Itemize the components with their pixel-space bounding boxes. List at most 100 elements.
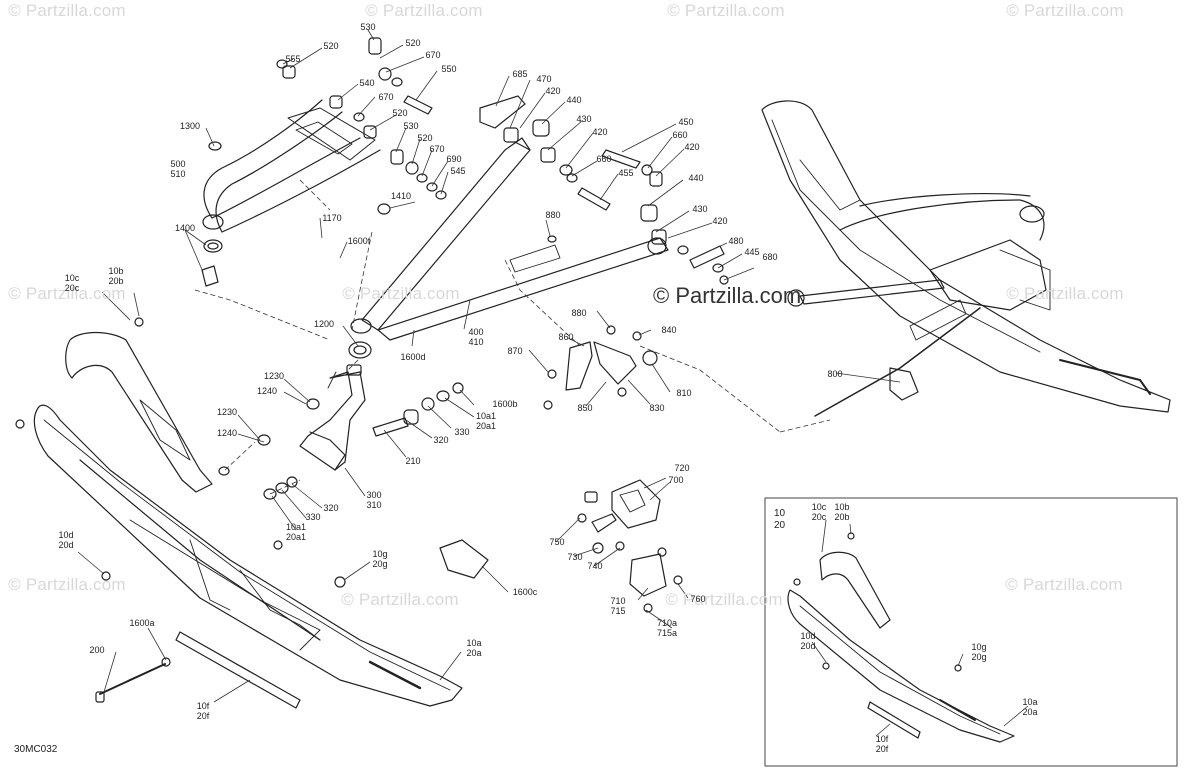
callout-label-1200: 1200 (313, 319, 335, 329)
callout-label-670b: 670 (378, 92, 394, 102)
callout-label-1410: 1410 (390, 191, 412, 201)
callout-label-320a: 320 (433, 435, 449, 445)
callout-label-in-10a-20a: 10a 20a (1022, 697, 1038, 717)
callout-label-10a-20a: 10a 20a (466, 638, 482, 658)
callout-label-860: 860 (558, 332, 574, 342)
watermark-text: © Partzilla.com (342, 284, 460, 303)
watermark-text: © Partzilla.com (1006, 1, 1124, 20)
ski-main (15, 317, 489, 709)
inset-title: 10 20 (774, 508, 786, 531)
callout-label-710a-715a: 710a 715a (656, 618, 678, 638)
callout-label-1300: 1300 (179, 121, 201, 131)
callout-label-840: 840 (661, 325, 677, 335)
callout-label-660a: 660 (672, 130, 688, 140)
callout-label-470: 470 (536, 74, 552, 84)
callout-label-850: 850 (577, 403, 593, 413)
inset-view (764, 497, 1178, 767)
leader-lines (77, 29, 1029, 737)
watermark-text: © Partzilla.com (667, 1, 785, 20)
watermark-text: © Partzilla.com (1005, 575, 1123, 594)
upper-a-arm (201, 99, 381, 287)
callout-label-1240a: 1240 (256, 386, 278, 396)
callout-label-520a: 520 (323, 41, 339, 51)
callout-label-210: 210 (405, 456, 421, 466)
callout-label-1600f: 1600f (347, 236, 371, 246)
callout-label-1240b: 1240 (216, 428, 238, 438)
callout-label-1230b: 1230 (216, 407, 238, 417)
watermark-text: © Partzilla.com (341, 590, 459, 609)
watermark-text: © Partzilla.com (1006, 284, 1124, 303)
watermark-text: © Partzilla.com (365, 1, 483, 20)
callout-label-555: 555 (285, 54, 301, 64)
callout-label-670c: 670 (429, 144, 445, 154)
callout-label-810: 810 (676, 388, 692, 398)
callout-label-445: 445 (744, 247, 760, 257)
callout-label-880b: 880 (571, 308, 587, 318)
watermark-text: © Partzilla.com (665, 590, 783, 609)
watermark-text: © Partzilla.com (8, 284, 126, 303)
callout-label-740: 740 (587, 561, 603, 571)
callout-label-670a: 670 (425, 50, 441, 60)
callout-label-330b: 330 (305, 512, 321, 522)
callout-label-545: 545 (450, 166, 466, 176)
callout-label-1600b: 1600b (492, 399, 518, 409)
callout-label-1400: 1400 (174, 223, 196, 233)
callout-label-1600a: 1600a (129, 618, 155, 628)
shock-assembly (577, 479, 683, 613)
callout-label-520b: 520 (405, 38, 421, 48)
callout-label-in-10g-20g: 10g 20g (971, 642, 987, 662)
callout-label-10a1-20a1-a: 10a1 20a1 (475, 411, 497, 431)
callout-label-550: 550 (441, 64, 457, 74)
callout-label-450: 450 (678, 117, 694, 127)
callout-label-520d: 520 (417, 133, 433, 143)
callout-label-685: 685 (512, 69, 528, 79)
callout-label-10b-20b: 10b 20b (108, 266, 124, 286)
callout-label-320b: 320 (323, 503, 339, 513)
callout-label-660b: 660 (596, 154, 612, 164)
callout-label-800: 800 (827, 369, 843, 379)
callout-label-420a: 420 (545, 86, 561, 96)
watermark-text: © Partzilla.com (8, 575, 126, 594)
callout-label-880a: 880 (545, 210, 561, 220)
callout-label-in-10c-20c: 10c 20c (811, 502, 827, 522)
assembled-view (761, 100, 1171, 417)
callout-label-330a: 330 (454, 427, 470, 437)
callout-label-700: 700 (668, 475, 684, 485)
callout-label-10f-20f: 10f 20f (196, 701, 210, 721)
callout-label-10d-20d: 10d 20d (58, 530, 74, 550)
callout-label-1600d: 1600d (400, 352, 426, 362)
callout-label-530a: 530 (360, 22, 376, 32)
callout-label-430a: 430 (576, 114, 592, 124)
callout-label-420b: 420 (592, 127, 608, 137)
callout-label-420c: 420 (684, 142, 700, 152)
steering-bracket (543, 325, 658, 410)
callout-label-10a1-20a1-b: 10a1 20a1 (285, 522, 307, 542)
callout-label-530b: 530 (403, 121, 419, 131)
spindle (257, 364, 464, 550)
callout-label-680: 680 (762, 252, 778, 262)
callout-label-440a: 440 (566, 95, 582, 105)
callout-label-540: 540 (359, 78, 375, 88)
upper-arm-hardware (276, 37, 447, 215)
callout-label-520c: 520 (392, 108, 408, 118)
main-watermark: © Partzilla.com (653, 283, 802, 308)
callout-label-720: 720 (674, 463, 690, 473)
callout-label-830: 830 (649, 403, 665, 413)
callout-label-in-10d-20d: 10d 20d (800, 631, 816, 651)
callout-label-10c-20c: 10c 20c (64, 273, 80, 293)
callout-label-in-10b-20b: 10b 20b (834, 502, 850, 522)
callout-label-455: 455 (618, 168, 634, 178)
diagram-code: 30MC032 (14, 744, 58, 755)
callout-label-690: 690 (446, 154, 462, 164)
callout-label-1170: 1170 (322, 213, 342, 223)
callout-label-500-510: 500 510 (170, 159, 186, 179)
callout-label-730: 730 (567, 552, 583, 562)
callout-label-1600c: 1600c (512, 587, 538, 597)
callout-label-870: 870 (507, 346, 523, 356)
dashed-guides (194, 179, 831, 495)
callout-label-10g-20g: 10g 20g (372, 549, 388, 569)
callout-label-400-410: 400 410 (468, 327, 484, 347)
callout-label-440b: 440 (688, 173, 704, 183)
callout-label-710-715: 710 715 (610, 596, 626, 616)
